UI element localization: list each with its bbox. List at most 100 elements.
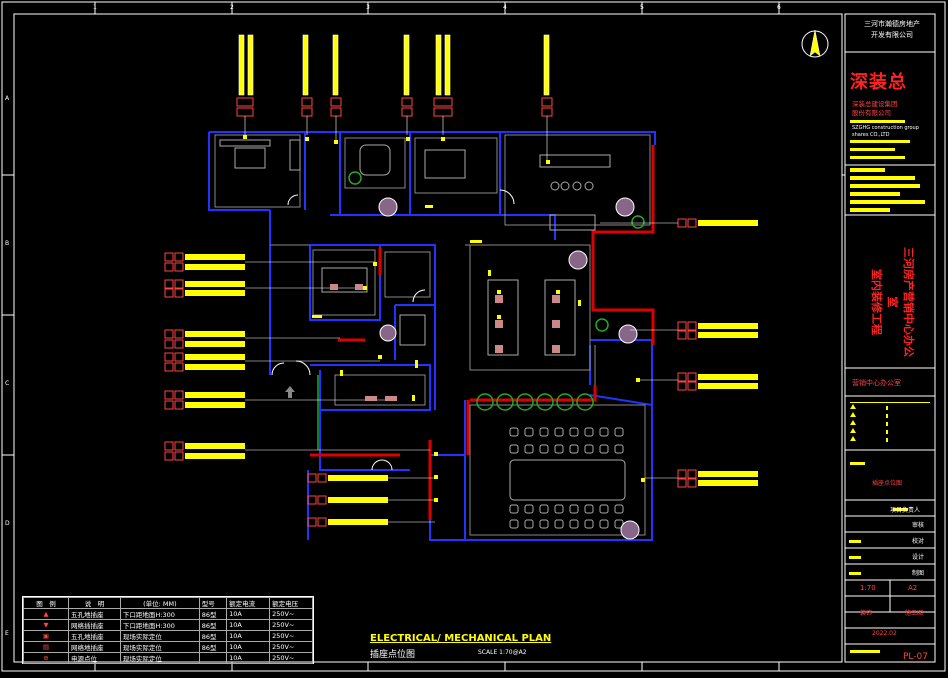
drawing-title-cn: 插座点位图: [370, 650, 416, 660]
legend-header-symbol: 图 例: [23, 597, 69, 609]
border-letter-b: B: [5, 240, 10, 247]
legend-model: 86型: [198, 619, 228, 631]
stage-decoration: 装饰: [860, 610, 873, 617]
legend-current: 10A: [226, 619, 271, 631]
walls-blue: [208, 131, 656, 541]
north-arrow-icon: [801, 29, 829, 58]
border-number-2: 2: [230, 4, 234, 11]
riser-leaders: [244, 116, 548, 160]
role-drafting: 制图: [912, 570, 925, 577]
border-ticks: [2, 2, 845, 671]
legend-note: 下口距地面H:300: [119, 608, 200, 620]
border-number-3: 3: [366, 4, 370, 11]
sheet-subtitle: 插座点位图: [872, 480, 903, 487]
legend-desc: 网络插插座: [68, 619, 121, 631]
border-letter-d: D: [5, 520, 10, 527]
border-letter-e: E: [5, 630, 9, 637]
socket-riser-tags: [236, 97, 553, 117]
legend-voltage: 250V~: [269, 641, 313, 653]
outlet-symbols: [243, 135, 645, 502]
stage-construction: 施工图: [905, 610, 924, 617]
legend-row: ▣ 五孔地插座 现场实际定位 86型 10A 250V~: [23, 630, 313, 642]
drawing-scale: SCALE 1:70@A2: [478, 649, 527, 656]
legend-current: 10A: [226, 608, 271, 620]
callout-tags-right: [600, 218, 758, 488]
project-name: 三河房产营销中心办公室 室内装修工程: [870, 247, 915, 357]
legend-symbol: ▲: [23, 608, 69, 620]
legend-note: 下口距地面H:300: [119, 619, 200, 631]
partitions-grey: [214, 134, 651, 536]
entry-arrow-icon: [285, 386, 295, 398]
revision-triangles: [850, 404, 856, 441]
legend-model: 86型: [198, 608, 228, 620]
sheet-number: PL-07: [903, 652, 928, 662]
legend-voltage: 250V~: [269, 608, 313, 620]
legend-model: [198, 652, 228, 664]
legend-table: 图 例 说 明 (单位: MM) 型号 额定电流 额定电压 ▲ 五孔地插座 下口…: [22, 596, 314, 664]
callout-tags-bottom: [307, 473, 435, 527]
desk-markers: [330, 284, 560, 401]
legend-row: ▲ 五孔地插座 下口距地面H:300 86型 10A 250V~: [23, 608, 313, 620]
company-name-en: SZGHG construction group shares CO.,LTD: [852, 125, 919, 138]
legend-row: ▤ 网络地插座 现场实际定位 86型 10A 250V~: [23, 641, 313, 653]
border-number-5: 5: [640, 4, 644, 11]
role-design: 设计: [912, 554, 925, 561]
socket-risers: [238, 34, 550, 96]
legend-voltage: 250V~: [269, 652, 313, 664]
legend-desc: 五孔地插座: [68, 608, 121, 620]
legend-header-current: 额定电流: [226, 597, 271, 609]
furniture-grey: [219, 139, 626, 501]
legend-note: 现场实际定位: [119, 641, 200, 653]
legend-model: 86型: [198, 641, 228, 653]
role-review: 审核: [912, 522, 925, 529]
border-number-4: 4: [503, 4, 507, 11]
walls-red: [310, 145, 655, 520]
legend-row: ⊕ 电源点位 现场实际定位 10A 250V~: [23, 652, 313, 664]
border-number-6: 6: [777, 4, 781, 11]
border-number-1: 1: [93, 4, 97, 11]
legend-row: ▼ 网络插插座 下口距地面H:300 86型 10A 250V~: [23, 619, 313, 631]
plants-green: [317, 171, 645, 450]
sheet-inner-border: [13, 13, 843, 663]
callout-tags-left: [164, 252, 430, 461]
drawing-date: 2022.02: [872, 630, 897, 637]
legend-header-model: 型号: [198, 597, 228, 609]
legend-symbol: ⊕: [23, 652, 69, 664]
legend-header-desc: 说 明: [68, 597, 121, 609]
round-tables: [378, 197, 640, 540]
meeting-chairs: [509, 181, 624, 529]
role-check: 校对: [912, 538, 925, 545]
scale-value: 1:70: [860, 584, 876, 592]
legend-header-unit: (单位: MM): [119, 597, 200, 609]
company-name-cn: 深装总建设集团 股份有限公司: [852, 100, 898, 117]
legend-symbol: ▣: [23, 630, 69, 642]
legend-note: 现场实际定位: [119, 652, 200, 664]
title-block-frame: [844, 13, 936, 663]
role-project-leader: 项目负责人: [890, 507, 921, 514]
border-letter-c: C: [5, 380, 10, 387]
border-letter-a: A: [5, 95, 10, 102]
legend-desc: 五孔地插座: [68, 630, 121, 642]
drawing-title-en: ELECTRICAL/ MECHANICAL PLAN: [370, 633, 552, 644]
title-block-info-bars: [849, 120, 930, 653]
legend-model: 86型: [198, 630, 228, 642]
sheet-name: 营销中心办公室: [852, 379, 901, 387]
legend-current: 10A: [226, 652, 271, 664]
legend-symbol: ▤: [23, 641, 69, 653]
client-name: 三河市瀚德房地产 开发有限公司: [864, 20, 920, 39]
legend-desc: 网络地插座: [68, 641, 121, 653]
legend-header-voltage: 额定电压: [269, 597, 313, 609]
legend-voltage: 250V~: [269, 619, 313, 631]
legend-desc: 电源点位: [68, 652, 121, 664]
legend-note: 现场实际定位: [119, 630, 200, 642]
legend-current: 10A: [226, 641, 271, 653]
legend-current: 10A: [226, 630, 271, 642]
legend-voltage: 250V~: [269, 630, 313, 642]
legend-header-row: 图 例 说 明 (单位: MM) 型号 额定电流 额定电压: [23, 597, 313, 609]
legend-symbol: ▼: [23, 619, 69, 631]
paper-size: A2: [908, 584, 918, 592]
company-logo: 深装总: [850, 72, 907, 93]
